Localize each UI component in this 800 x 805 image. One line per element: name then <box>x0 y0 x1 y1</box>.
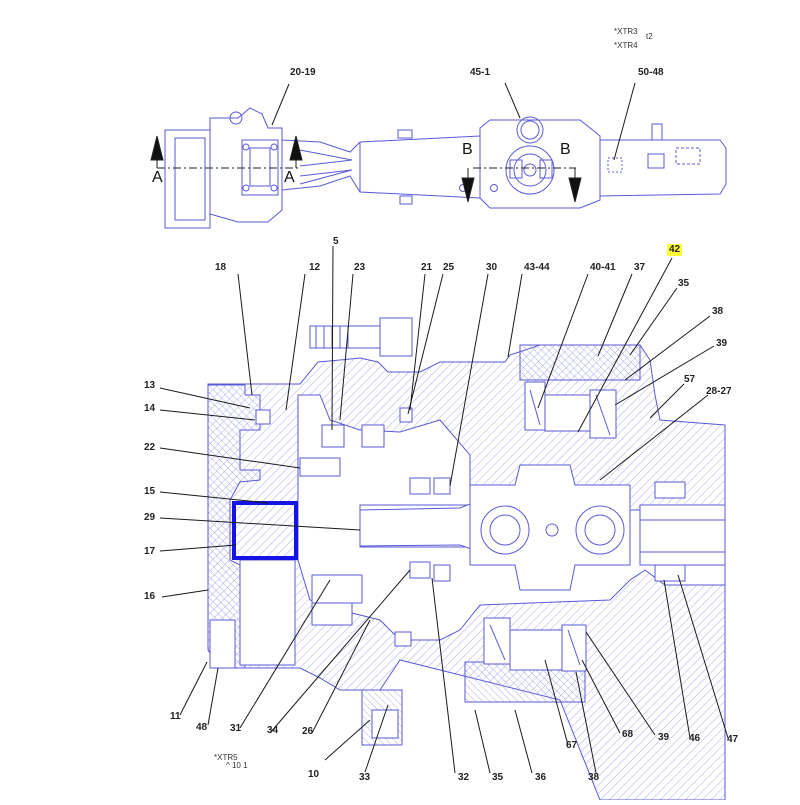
callout-31: 31 <box>230 723 242 734</box>
callout-5: 5 <box>333 236 339 247</box>
callout-46: 46 <box>689 733 701 744</box>
footer-code-1: *XTR5 <box>214 753 238 762</box>
callout-35-top: 35 <box>678 278 690 289</box>
callout-28-27: 28-27 <box>706 386 732 397</box>
callout-25: 25 <box>443 262 455 273</box>
callout-26: 26 <box>302 726 314 737</box>
callout-50-48: 50-48 <box>638 67 664 78</box>
callout-36: 36 <box>535 772 547 783</box>
callout-12: 12 <box>309 262 321 273</box>
callout-20-19: 20-19 <box>290 67 316 78</box>
callout-10: 10 <box>308 769 320 780</box>
section-letter-a-right: A <box>284 169 295 186</box>
callout-57: 57 <box>684 374 696 385</box>
callout-45-1: 45-1 <box>470 67 491 78</box>
callout-13: 13 <box>144 380 156 391</box>
footer-code-2: ^ 10 1 <box>226 761 248 770</box>
callout-18: 18 <box>215 262 227 273</box>
callout-67: 67 <box>566 740 578 751</box>
callout-14: 14 <box>144 403 156 414</box>
section-letter-a-left: A <box>152 169 163 186</box>
callout-33: 33 <box>359 772 371 783</box>
callout-35-bottom: 35 <box>492 772 504 783</box>
callout-68: 68 <box>622 729 634 740</box>
callout-11: 11 <box>170 711 181 722</box>
callout-17: 17 <box>144 546 156 557</box>
callout-23: 23 <box>354 262 366 273</box>
callout-39-bottom: 39 <box>658 732 670 743</box>
callout-15: 15 <box>144 486 156 497</box>
callout-22: 22 <box>144 442 156 453</box>
header-code-2: *XTR4 <box>614 41 638 50</box>
callout-21: 21 <box>421 262 433 273</box>
header-code-1: *XTR3 <box>614 27 638 36</box>
callout-30: 30 <box>486 262 498 273</box>
callout-40-41: 40-41 <box>590 262 616 273</box>
callout-34: 34 <box>267 725 279 736</box>
callout-48: 48 <box>196 722 208 733</box>
section-letter-b-right: B <box>560 141 571 158</box>
section-lines <box>150 135 582 203</box>
callout-43-44: 43-44 <box>524 262 550 273</box>
callout-38-top: 38 <box>712 306 724 317</box>
header-code-3: t2 <box>646 32 653 41</box>
callout-47: 47 <box>727 734 739 745</box>
callout-29: 29 <box>144 512 156 523</box>
top-view <box>164 107 727 229</box>
callout-39-top: 39 <box>716 338 728 349</box>
callout-32: 32 <box>458 772 470 783</box>
callout-38-bottom: 38 <box>588 772 600 783</box>
leader-lines <box>159 82 729 774</box>
section-letter-b-left: B <box>462 141 473 158</box>
callout-42: 42 <box>667 244 683 256</box>
callout-37: 37 <box>634 262 646 273</box>
callout-16: 16 <box>144 591 156 602</box>
